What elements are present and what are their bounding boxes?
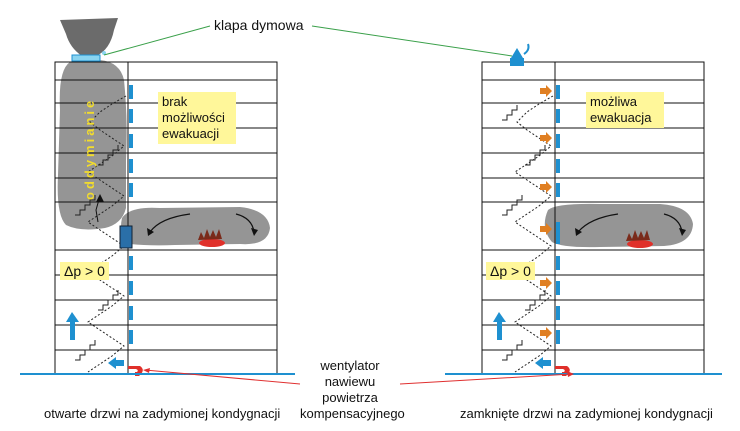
right-orange-arrow [540,132,552,144]
left-smoke-damper-open [60,18,118,56]
right-evacuation-note: możliwa ewakuacja [586,92,664,128]
right-fan-air-arrow [535,357,551,369]
left-smoke-vertical-label: oddymianie [82,97,97,200]
left-fan-air-arrow [108,357,124,369]
fan-leader-right [399,373,573,385]
left-door [129,109,133,123]
left-pressure-label: Δp > 0 [60,262,109,280]
left-door [129,134,133,148]
right-door [556,222,560,244]
right-pressure-label: Δp > 0 [486,262,535,280]
right-door [556,159,560,173]
left-door [129,183,133,197]
right-door [556,330,560,344]
right-door [556,256,560,270]
left-evacuation-note: brak możliwości ewakuacji [158,92,236,144]
left-staircase [87,95,127,373]
right-building [481,43,705,376]
fan-label: wentylator nawiewu powietrza kompensacyj… [300,358,405,422]
right-door [556,183,560,197]
left-door [129,85,133,99]
damper-leader-right [311,25,513,57]
right-orange-arrow [540,277,552,289]
caption-right: zamknięte drzwi na zadymionej kondygnacj… [460,406,713,421]
left-open-door [119,225,133,249]
left-smoke-floor [121,207,270,246]
right-airflow-up-arrow [493,312,506,340]
right-door [556,281,560,295]
right-door [556,85,560,99]
right-smoke-floor [544,203,693,248]
right-orange-arrow [540,181,552,193]
right-door [556,109,560,123]
left-fire [198,229,225,247]
fan-leader-left [144,369,301,385]
left-smoke-column [57,60,127,230]
right-door [556,306,560,320]
left-door [129,306,133,320]
right-smoke-damper [510,43,530,66]
left-airflow-up-arrow [66,312,79,340]
right-fire [626,230,653,248]
left-door [129,256,133,270]
right-orange-arrow [540,85,552,97]
left-note-line1: brak [162,94,188,109]
right-staircase [514,95,554,373]
right-orange-arrow [540,327,552,339]
right-note-line1: możliwa [590,94,637,109]
right-note-line2: ewakuacja [590,110,652,125]
left-door [129,281,133,295]
right-orange-arrow [540,223,552,235]
left-note-line2: możliwości [162,110,225,125]
left-door [129,330,133,344]
left-note-line3: ewakuacji [162,126,220,141]
damper-leader-left [103,25,211,56]
left-building [54,18,278,376]
right-door [556,134,560,148]
left-door [129,159,133,173]
smoke-damper-label: klapa dymowa [214,17,304,33]
fan-label-line3: kompensacyjnego [300,406,405,421]
fan-label-line2: powietrza [322,390,378,405]
caption-left: otwarte drzwi na zadymionej kondygnacji [44,406,281,421]
fan-label-line1: wentylator nawiewu [320,358,380,389]
